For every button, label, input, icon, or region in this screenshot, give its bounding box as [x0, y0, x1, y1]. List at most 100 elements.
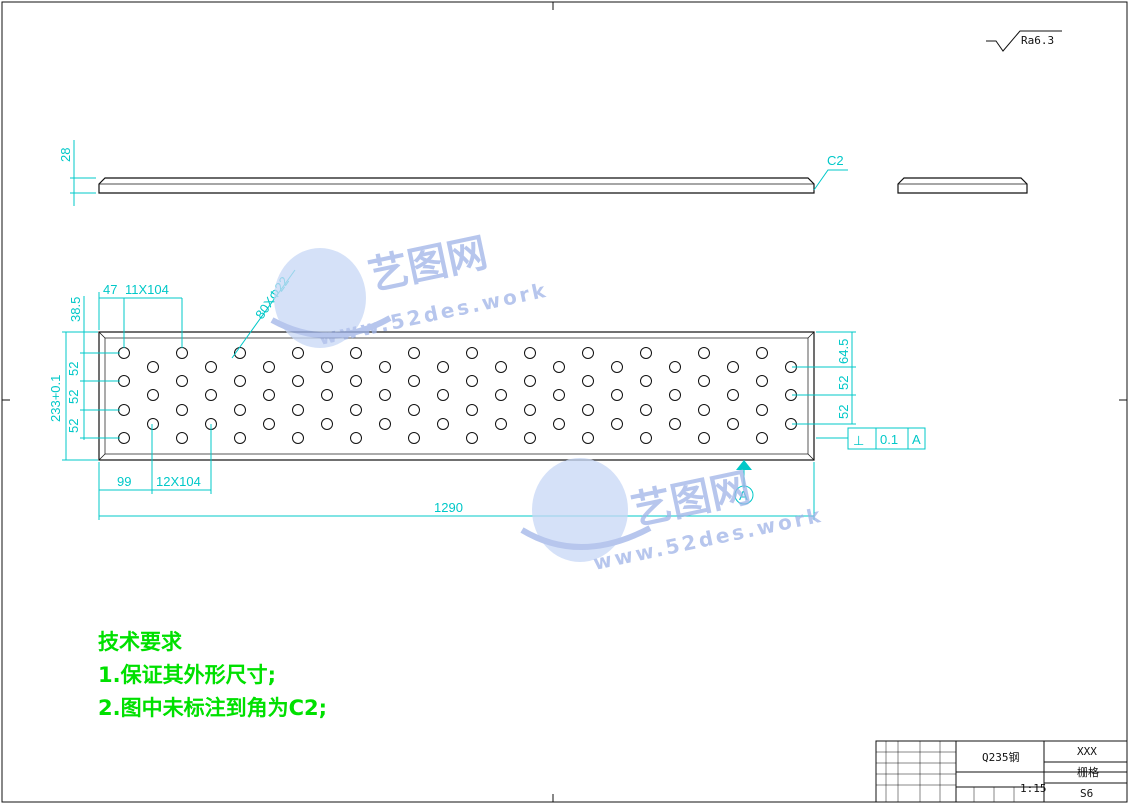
hole [321, 389, 333, 401]
offset-bottom-dim: 99 [117, 474, 131, 489]
watermark-name: 艺图网 [365, 230, 492, 300]
scale-label: 1:15 [1020, 782, 1047, 795]
technical-requirements: 技术要求 1.保证其外形尺寸; 2.图中未标注到角为C2; [98, 630, 327, 720]
hole [205, 389, 217, 401]
hole [350, 404, 362, 416]
watermark-lower: 艺图网 www.52des.work [520, 458, 825, 575]
hole [698, 347, 710, 359]
hole [437, 418, 449, 430]
hole [176, 375, 188, 387]
hole [147, 389, 159, 401]
hole [176, 404, 188, 416]
hole [582, 347, 594, 359]
hole [350, 375, 362, 387]
hole [727, 361, 739, 373]
hole [611, 389, 623, 401]
material-label: Q235钢 [982, 751, 1020, 764]
hole [321, 361, 333, 373]
surface-finish-label: Ra6.3 [1021, 34, 1054, 47]
hole [553, 361, 565, 373]
hole [176, 347, 188, 359]
tolerance-symbol: ⊥ [853, 433, 864, 448]
offset-top-dim: 47 [103, 282, 117, 297]
code-label: S6 [1080, 787, 1093, 800]
chamfer-label: C2 [827, 153, 844, 168]
right-top-dim: 64.5 [836, 339, 851, 364]
left-row-dim-1: 52 [66, 362, 81, 376]
hole [495, 389, 507, 401]
hole [408, 347, 420, 359]
hole [263, 361, 275, 373]
hole [698, 404, 710, 416]
hole [582, 404, 594, 416]
hole [234, 375, 246, 387]
hole [582, 432, 594, 444]
title-block: Q235钢 XXX 栅格 S6 1:15 [875, 740, 1128, 803]
requirements-title: 技术要求 [98, 630, 182, 654]
hole [756, 375, 768, 387]
hole [553, 418, 565, 430]
hole [263, 418, 275, 430]
hole [234, 404, 246, 416]
hole [669, 361, 681, 373]
hole [408, 432, 420, 444]
hole [466, 347, 478, 359]
hole [727, 389, 739, 401]
hole [176, 432, 188, 444]
hole [118, 404, 130, 416]
hole [756, 347, 768, 359]
hole [205, 361, 217, 373]
hole [698, 375, 710, 387]
hole [234, 432, 246, 444]
hole [698, 432, 710, 444]
company-label: XXX [1077, 745, 1097, 758]
hole [408, 375, 420, 387]
hole [292, 432, 304, 444]
tolerance-frame: ⊥ 0.1 A [847, 427, 926, 450]
hole-pattern [118, 347, 797, 444]
pitch-top-dim: 11X104 [125, 282, 169, 297]
hole [524, 375, 536, 387]
hole [466, 375, 478, 387]
hole [640, 375, 652, 387]
part-name-label: 栅格 [1077, 765, 1099, 779]
hole [466, 432, 478, 444]
hole [118, 432, 130, 444]
surface-finish-symbol: Ra6.3 [986, 30, 1062, 52]
hole [756, 404, 768, 416]
hole [292, 347, 304, 359]
hole [437, 389, 449, 401]
hole [727, 418, 739, 430]
hole [292, 404, 304, 416]
hole [379, 389, 391, 401]
hole [553, 389, 565, 401]
hole [611, 418, 623, 430]
hole [524, 432, 536, 444]
hole [495, 418, 507, 430]
plate-outline [98, 331, 815, 461]
hole [379, 361, 391, 373]
height-dim: 233+0.1 [48, 375, 63, 422]
hole [147, 418, 159, 430]
requirement-2: 2.图中未标注到角为C2; [98, 696, 327, 720]
hole [524, 404, 536, 416]
top-view: C2 28 [58, 140, 1028, 206]
hole [495, 361, 507, 373]
right-row-dim-2: 52 [836, 405, 851, 419]
hole [350, 347, 362, 359]
hole [582, 375, 594, 387]
hole [669, 418, 681, 430]
hole [640, 404, 652, 416]
hole [292, 375, 304, 387]
left-row-dim-3: 52 [66, 419, 81, 433]
hole [611, 361, 623, 373]
hole [379, 418, 391, 430]
hole [437, 361, 449, 373]
hole [350, 432, 362, 444]
hole [118, 347, 130, 359]
left-top-offset-dim: 38.5 [68, 297, 83, 322]
tolerance-datum: A [912, 432, 921, 447]
datum-label: A [739, 488, 748, 503]
right-row-dim-1: 52 [836, 376, 851, 390]
